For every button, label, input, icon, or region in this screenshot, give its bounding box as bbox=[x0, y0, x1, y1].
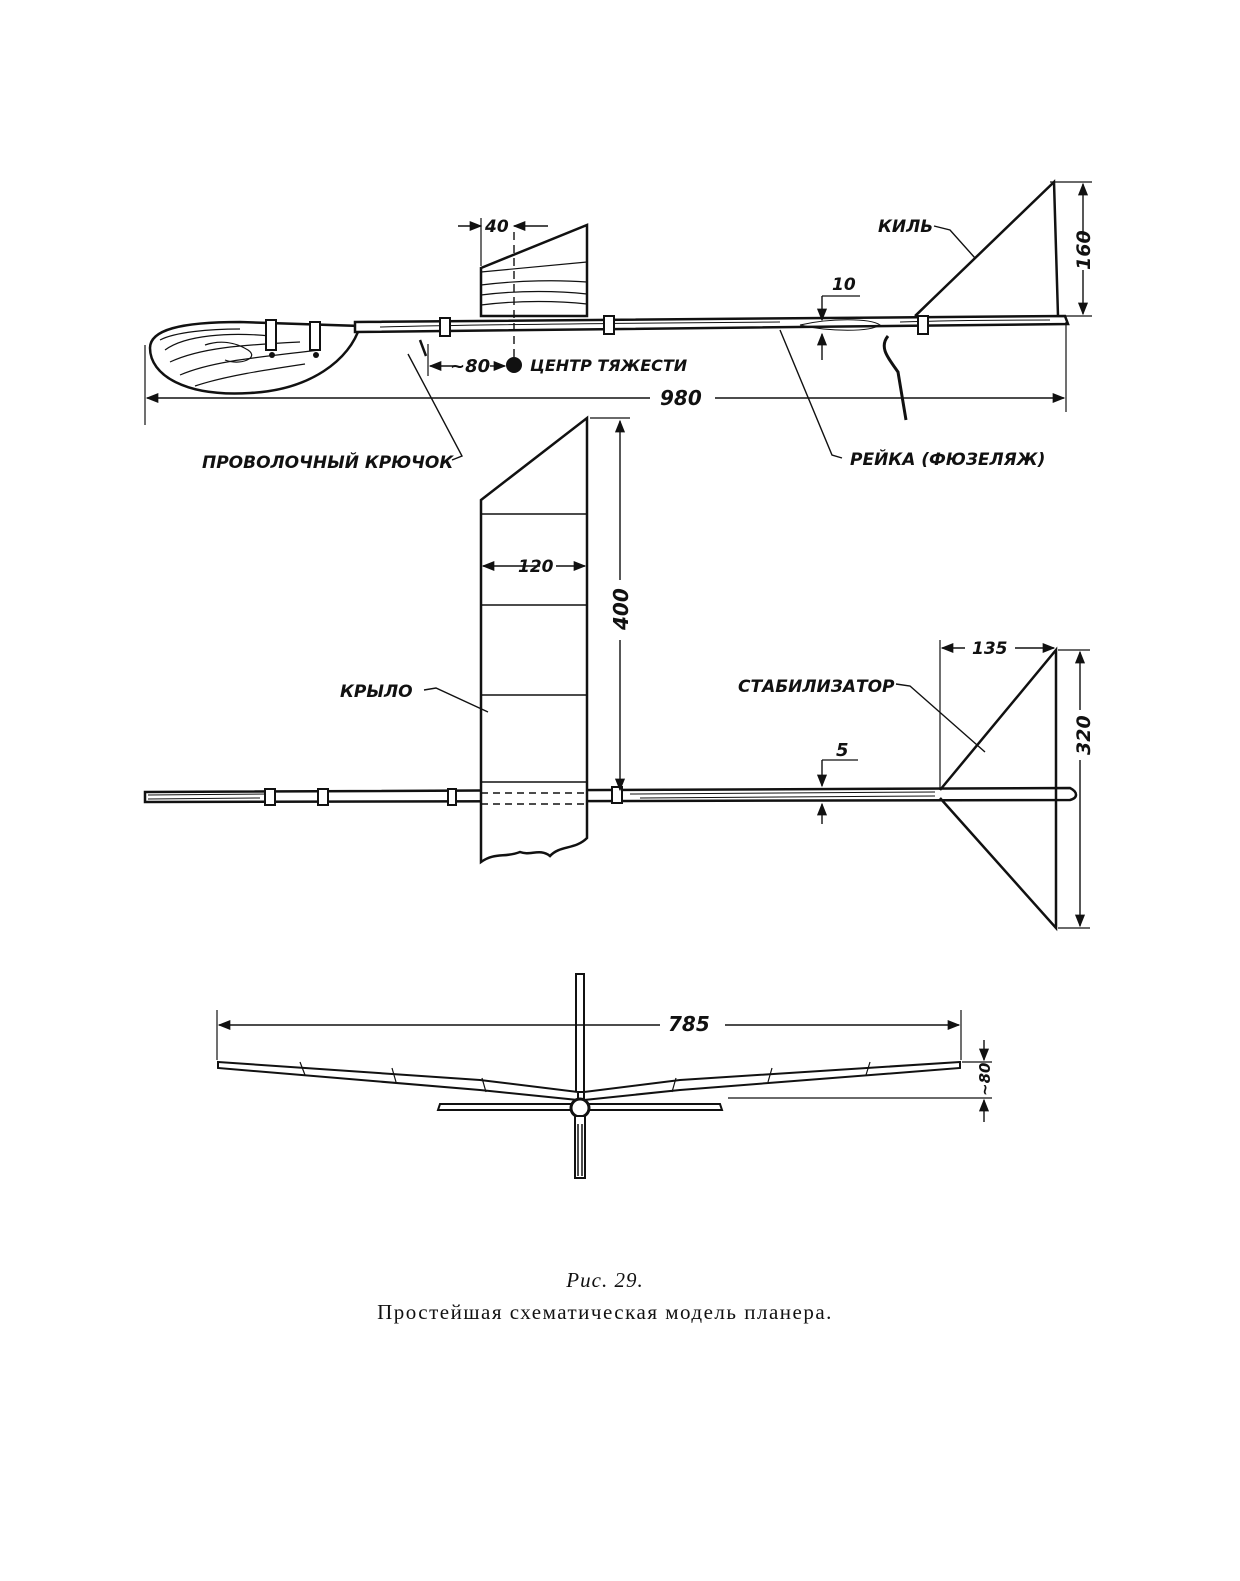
wing-front-left bbox=[217, 1060, 579, 1102]
side-view: 40 160 10 ~80 ЦЕНТР ТЯЖЕСТИ 980 КИЛЬ ПРО… bbox=[144, 179, 1095, 473]
keel-clamp bbox=[917, 315, 929, 335]
wire-hook-label: ПРОВОЛОЧНЫЙ КРЮЧОК bbox=[202, 451, 454, 473]
keel-height-dim: 160 bbox=[1073, 230, 1095, 270]
stabilizer bbox=[939, 646, 1058, 932]
top-view: 120 400 КРЫЛО 135 320 СТАБИЛИЗАТОР 5 bbox=[143, 415, 1095, 932]
tail-hook bbox=[882, 335, 908, 421]
dihedral-dim: ~80 bbox=[976, 1063, 994, 1096]
figure-title: Простейшая схематическая модель планера. bbox=[377, 1300, 833, 1324]
wing-half-span-dim: 400 bbox=[609, 588, 633, 631]
center-of-gravity-dot bbox=[506, 357, 522, 373]
wing-span-front-dim: 785 bbox=[668, 1012, 710, 1036]
cg-offset-dim: ~80 bbox=[450, 356, 490, 377]
stabilizer-span-dim: 320 bbox=[1073, 715, 1095, 755]
stabilizer-label: СТАБИЛИЗАТОР bbox=[738, 677, 895, 697]
nose-clamp-2 bbox=[309, 321, 321, 351]
nose-clamp-1 bbox=[265, 319, 277, 351]
wing-label: КРЫЛО bbox=[340, 682, 413, 702]
keel-label: КИЛЬ bbox=[878, 217, 933, 237]
fuselage-label: РЕЙКА (ФЮЗЕЛЯЖ) bbox=[850, 448, 1045, 470]
total-length-dim: 980 bbox=[660, 386, 702, 410]
wing-front-right bbox=[583, 1060, 961, 1102]
center-of-gravity-label: ЦЕНТР ТЯЖЕСТИ bbox=[530, 356, 688, 375]
fuselage-front bbox=[569, 1097, 591, 1119]
hook-front bbox=[574, 1115, 586, 1179]
wing-clamp-rear bbox=[603, 315, 615, 335]
front-view: 785 ~80 bbox=[216, 973, 994, 1179]
wing-side bbox=[479, 223, 589, 318]
figure-number: Рис. 29. bbox=[566, 1268, 644, 1292]
wing-top bbox=[479, 415, 589, 865]
fuselage-rail-side bbox=[353, 314, 1070, 334]
fuselage-thickness-side-dim: 10 bbox=[832, 275, 856, 295]
fuselage-thickness-top-dim: 5 bbox=[836, 740, 849, 761]
stabilizer-chord-dim: 135 bbox=[972, 639, 1008, 659]
wing-offset-dim: 40 bbox=[484, 217, 509, 237]
wood-grain bbox=[159, 328, 321, 387]
fuselage-rail-top bbox=[143, 786, 1078, 804]
wing-clamp-front bbox=[439, 317, 451, 337]
wire-hook bbox=[418, 339, 428, 357]
wing-chord-dim: 120 bbox=[518, 557, 554, 577]
keel-front bbox=[575, 973, 585, 1093]
